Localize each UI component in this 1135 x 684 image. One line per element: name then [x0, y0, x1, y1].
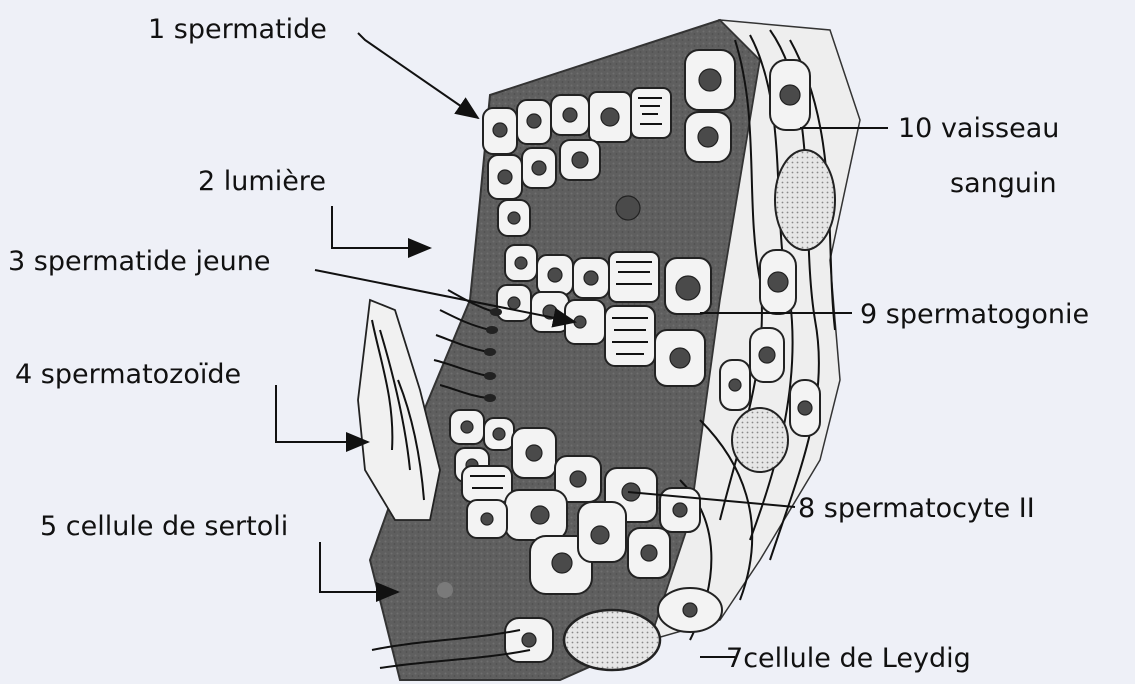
leader-spermatide — [358, 33, 478, 118]
blood-vessel-2 — [732, 408, 788, 472]
label-spermatide: 1 spermatide — [148, 14, 327, 45]
leader-lumiere — [332, 206, 430, 248]
label-spermatide-jeune: 3 spermatide jeune — [8, 246, 270, 277]
label-lumiere: 2 lumière — [198, 166, 326, 197]
leader-spermatozoide — [276, 385, 368, 442]
label-sanguin: sanguin — [950, 168, 1057, 199]
tubule-section-illustration — [358, 20, 860, 680]
label-cellule-de-leydig: 7cellule de Leydig — [726, 643, 971, 674]
label-spermatogonie: 9 spermatogonie — [860, 299, 1089, 330]
blood-vessel — [775, 150, 835, 250]
leydig-cell — [564, 610, 660, 670]
label-vaisseau: 10 vaisseau — [898, 113, 1059, 144]
label-spermatozoide: 4 spermatozoïde — [15, 359, 241, 390]
label-spermatocyte-ii: 8 spermatocyte II — [798, 493, 1035, 524]
label-cellule-de-sertoli: 5 cellule de sertoli — [40, 511, 288, 542]
